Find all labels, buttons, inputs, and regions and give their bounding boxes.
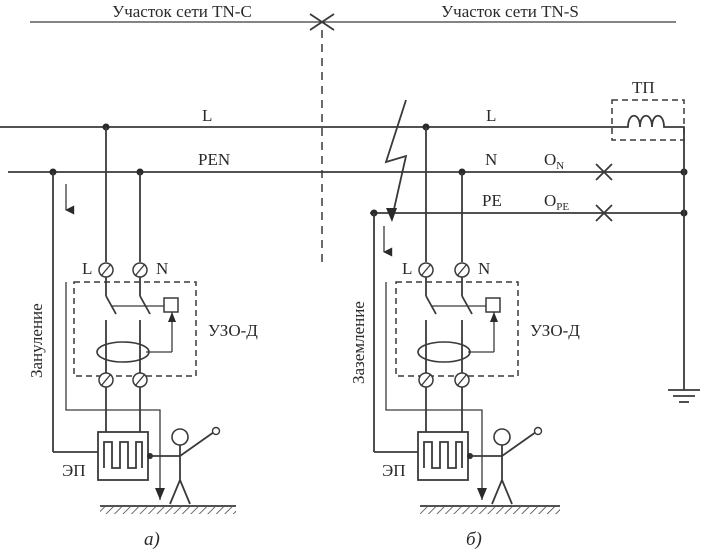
left-caption: а) xyxy=(144,529,160,550)
leakage-path xyxy=(385,282,483,500)
ground-hatch xyxy=(100,507,236,514)
rcd-box xyxy=(395,281,519,377)
right-terminal-l-label: L xyxy=(402,259,412,278)
right-vertical-label: Заземление xyxy=(349,301,368,384)
transformer: ТП xyxy=(610,78,700,403)
left-supply-lines: L PEN xyxy=(0,106,610,176)
person-icon xyxy=(150,426,221,505)
section-tns-label: Участок сети TN-S xyxy=(441,2,579,21)
left-load: ЭП а) xyxy=(62,426,236,550)
right-supply-lines: L N PE ON OPE xyxy=(322,99,688,222)
ground-hatch xyxy=(420,507,560,514)
left-rcd-assembly: L N УЗО-Д Зануление xyxy=(27,127,258,500)
o-pe-label: OPE xyxy=(544,191,569,213)
person-icon xyxy=(470,426,543,505)
leakage-path xyxy=(65,282,161,500)
current-transformer xyxy=(417,341,471,363)
break-point-pe xyxy=(595,204,613,222)
transformer-box xyxy=(611,99,685,141)
left-line-l-label: L xyxy=(202,106,212,125)
switch-contact xyxy=(105,295,117,315)
current-transformer xyxy=(96,341,150,363)
fault-lightning-icon xyxy=(384,99,408,219)
left-terminal-l-label: L xyxy=(82,259,92,278)
right-rcd-label: УЗО-Д xyxy=(530,321,580,340)
right-load-label: ЭП xyxy=(382,461,406,480)
load-box xyxy=(417,431,469,481)
rcd-box xyxy=(73,281,197,377)
right-caption: б) xyxy=(466,529,482,550)
left-rcd-label: УЗО-Д xyxy=(208,321,258,340)
section-tnc-label: Участок сети TN-C xyxy=(112,2,252,21)
heater-icon xyxy=(423,441,463,469)
switch-contact xyxy=(139,295,151,315)
trip-relay xyxy=(485,297,501,313)
switch-contact xyxy=(461,295,473,315)
right-line-n-label: N xyxy=(485,150,497,169)
right-line-pe-label: PE xyxy=(482,191,502,210)
left-load-label: ЭП xyxy=(62,461,86,480)
left-terminal-n-label: N xyxy=(156,259,168,278)
right-rcd-assembly: L N УЗО-Д Заземление xyxy=(349,127,580,500)
right-line-l-label: L xyxy=(486,106,496,125)
heater-icon xyxy=(103,441,143,469)
left-vertical-label: Зануление xyxy=(27,303,46,378)
switch-contact xyxy=(425,295,437,315)
right-terminal-n-label: N xyxy=(478,259,490,278)
left-line-pen-label: PEN xyxy=(198,150,230,169)
break-point-n xyxy=(595,163,613,181)
transformer-label: ТП xyxy=(632,78,655,97)
trip-relay xyxy=(163,297,179,313)
header: Участок сети TN-C Участок сети TN-S xyxy=(30,2,676,262)
transformer-coil-icon xyxy=(610,114,685,390)
load-box xyxy=(97,431,149,481)
right-load: ЭП б) xyxy=(382,426,560,550)
o-n-label: ON xyxy=(544,150,564,172)
